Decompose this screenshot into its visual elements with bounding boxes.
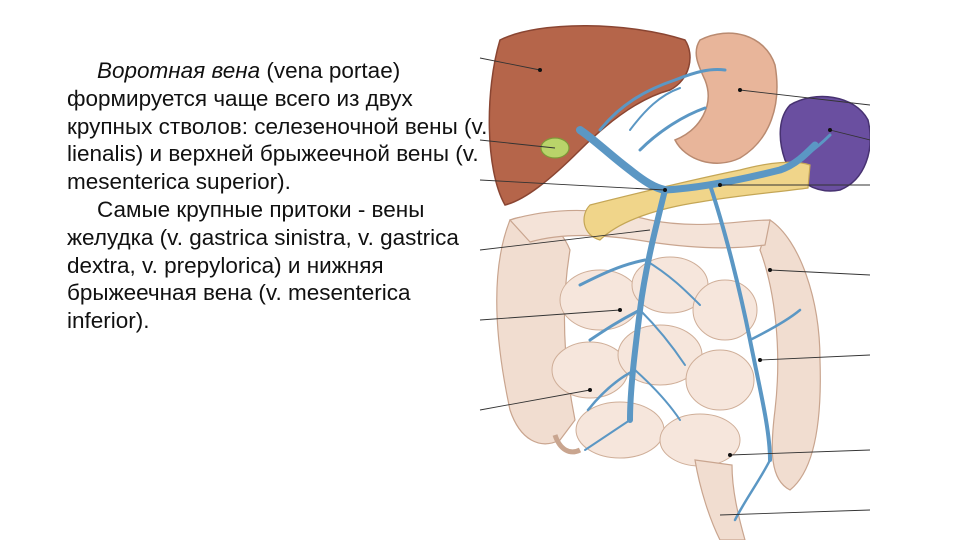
- rectum: [694, 459, 746, 540]
- paragraph-portal-vein: Воротная вена (vena portae) формируется …: [67, 57, 497, 196]
- stomach: [673, 32, 778, 164]
- label-dots: [538, 68, 832, 457]
- ascending-colon: [496, 216, 576, 445]
- portal-vein-diagram: [479, 25, 870, 540]
- label-leader-lines: [479, 57, 870, 516]
- anatomy-illustration: [470, 10, 870, 540]
- paragraph-tributaries-text: Самые крупные притоки - вены желудка (v.…: [67, 196, 459, 334]
- pancreas: [583, 161, 811, 241]
- appendix: [552, 434, 582, 455]
- small-intestine: [551, 256, 758, 467]
- portal-vein-system: [576, 68, 832, 522]
- liver: [488, 25, 691, 206]
- text-block: Воротная вена (vena portae) формируется …: [67, 57, 497, 335]
- paragraph-tributaries: Самые крупные притоки - вены желудка (v.…: [67, 196, 497, 335]
- paragraph-portal-vein-text: (vena portae) формируется чаще всего из …: [67, 58, 488, 195]
- term-portal-vein: Воротная вена: [97, 58, 261, 83]
- descending-colon: [759, 219, 821, 491]
